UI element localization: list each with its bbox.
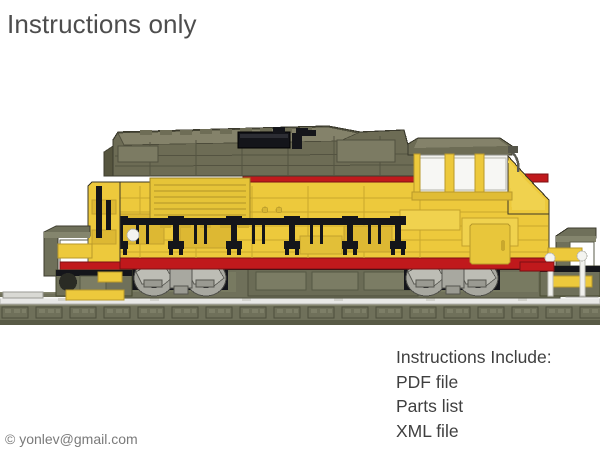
walkway-handrails — [106, 216, 406, 255]
instructions-include-list: Instructions Include: PDF file Parts lis… — [396, 345, 552, 443]
copyright-notice: © yonlev@gmail.com — [5, 431, 138, 447]
instructions-include-item-pdf: PDF file — [396, 371, 459, 392]
rear-platform — [519, 227, 600, 297]
instructions-include-item-xml: XML file — [396, 420, 459, 441]
front-platform — [43, 181, 133, 301]
page-title: Instructions only — [7, 9, 197, 39]
instructions-include-heading: Instructions Include: — [396, 347, 552, 367]
locomotive-cab — [407, 137, 550, 215]
roof-exhaust-and-horn — [237, 127, 316, 149]
instructions-include-item-parts-list: Parts list — [396, 396, 464, 416]
